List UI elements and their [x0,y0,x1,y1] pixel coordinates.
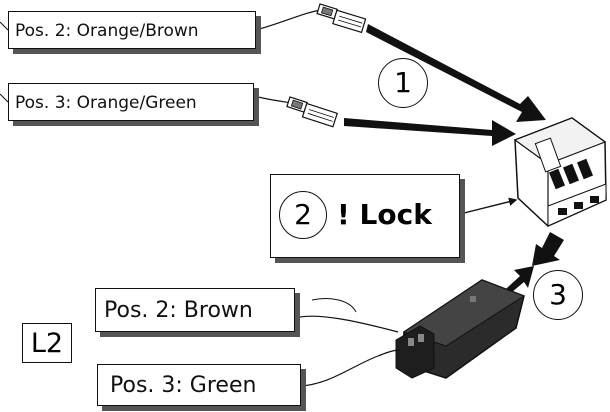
lock-callout: 2 ! Lock [270,174,460,258]
terminal-pin-pos3 [286,96,338,128]
wire-pos3-bottom [300,349,401,387]
label-pos3-orange-green: Pos. 3: Orange/Green [8,83,254,121]
lock-warning-text: ! Lock [337,198,432,231]
wire-pos2-bottom [294,315,399,333]
mate-arrow-down [532,232,564,266]
connector-id-label: L2 [22,323,72,363]
terminal-pin-pos2 [316,3,367,34]
label-pos2-orange-brown: Pos. 2: Orange/Brown [8,11,256,49]
insert-arrow-2 [344,118,516,146]
leader-line-top [0,21,9,31]
label-pos3-green: Pos. 3: Green [97,364,301,406]
connector-housing-white [513,117,607,227]
lock-pointer-arrow [459,197,518,215]
step-2-badge: 2 [279,191,327,239]
step-1-badge: 1 [378,58,428,108]
connector-plug-dark [395,279,526,379]
label-pos2-brown: Pos. 2: Brown [95,288,295,332]
step-3-badge: 3 [533,270,583,320]
wire-pos3-top [253,95,293,104]
insert-arrow-1 [366,24,546,122]
wire-pos2-top [255,9,323,31]
leader-line-mid [0,93,9,103]
wire-loop [311,298,357,313]
